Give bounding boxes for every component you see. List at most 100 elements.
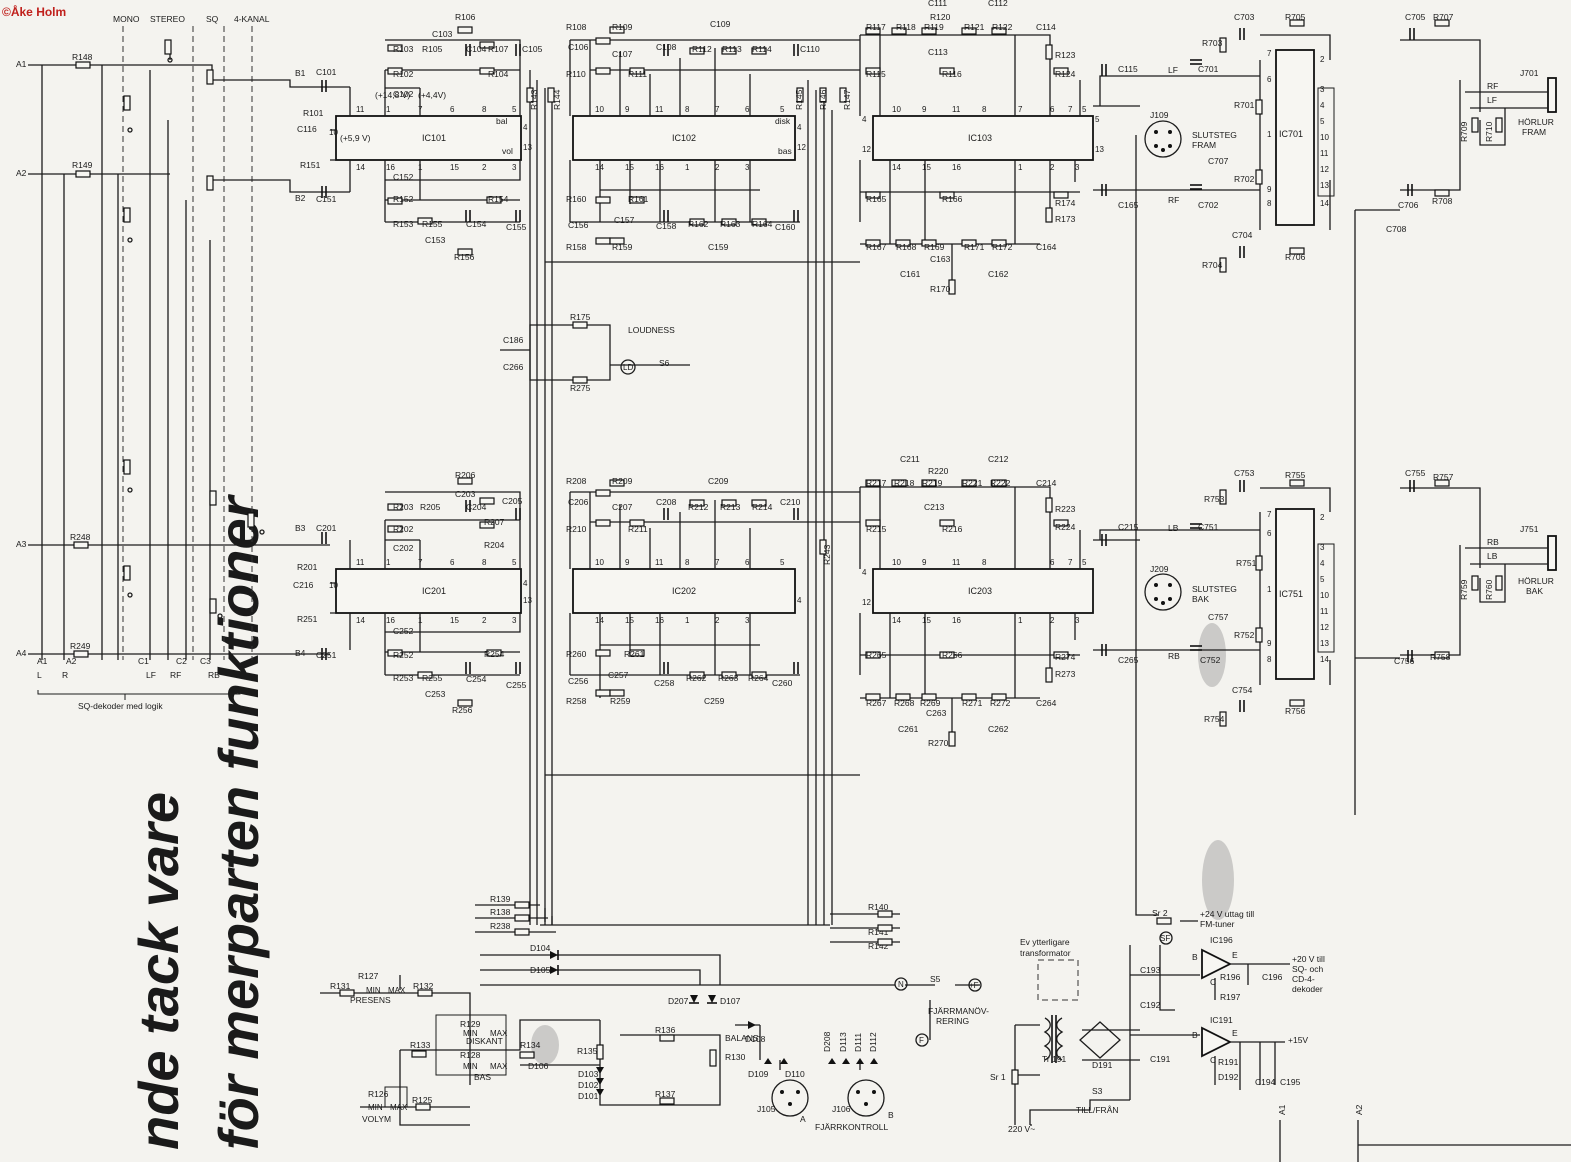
svg-text:R222: R222 bbox=[990, 478, 1011, 488]
svg-text:R262: R262 bbox=[686, 673, 707, 683]
svg-text:R701: R701 bbox=[1234, 100, 1255, 110]
lbl-horlur-fram-1: HÖRLUR bbox=[1518, 117, 1554, 127]
svg-text:2: 2 bbox=[1050, 163, 1055, 172]
svg-text:C114: C114 bbox=[1036, 22, 1056, 32]
svg-text:R154: R154 bbox=[488, 194, 509, 204]
svg-text:14: 14 bbox=[892, 163, 901, 172]
ic203-box bbox=[872, 568, 1094, 614]
svg-text:11: 11 bbox=[952, 105, 961, 114]
svg-text:6: 6 bbox=[1050, 105, 1055, 114]
lbl-R141: R141 bbox=[868, 927, 889, 937]
svg-text:12: 12 bbox=[862, 598, 871, 607]
ic202-box bbox=[572, 568, 796, 614]
svg-text:R109: R109 bbox=[612, 22, 633, 32]
svg-text:R119: R119 bbox=[924, 22, 944, 32]
svg-text:10: 10 bbox=[1320, 133, 1329, 142]
svg-text:R201: R201 bbox=[297, 562, 318, 572]
lbl-R136: R136 bbox=[655, 1025, 676, 1035]
svg-text:R255: R255 bbox=[422, 673, 443, 683]
svg-text:R703: R703 bbox=[1202, 38, 1223, 48]
lbl-R131: R131 bbox=[330, 981, 351, 991]
bl-rf: RF bbox=[170, 670, 181, 680]
svg-text:7: 7 bbox=[1267, 49, 1272, 58]
svg-text:C255: C255 bbox=[506, 680, 527, 690]
svg-text:11: 11 bbox=[356, 105, 365, 114]
svg-text:R169: R169 bbox=[924, 242, 945, 252]
svg-text:5: 5 bbox=[1082, 558, 1087, 567]
lbl-mains: 220 V~ bbox=[1008, 1124, 1035, 1134]
svg-text:R213: R213 bbox=[720, 502, 741, 512]
svg-text:C162: C162 bbox=[988, 269, 1009, 279]
lbl-ld: LD bbox=[623, 363, 633, 372]
svg-text:C104: C104 bbox=[466, 44, 487, 54]
svg-text:C252: C252 bbox=[393, 626, 414, 636]
svg-text:R269: R269 bbox=[920, 698, 941, 708]
svg-text:5: 5 bbox=[780, 558, 785, 567]
lbl-r196: R196 bbox=[1220, 972, 1241, 982]
lbl-D108: D108 bbox=[745, 1034, 766, 1044]
lbl-slutsteg-bak-1: SLUTSTEG bbox=[1192, 584, 1237, 594]
svg-text:8: 8 bbox=[982, 558, 987, 567]
lbl-v20-2: SQ- och bbox=[1292, 964, 1323, 974]
svg-text:2: 2 bbox=[1050, 616, 1055, 625]
lbl-D101: D101 bbox=[578, 1091, 599, 1101]
svg-text:C216: C216 bbox=[293, 580, 314, 590]
svg-text:R219: R219 bbox=[922, 478, 943, 488]
svg-text:C155: C155 bbox=[506, 222, 527, 232]
svg-text:R758: R758 bbox=[1430, 652, 1451, 662]
mode-sq: SQ bbox=[206, 14, 219, 24]
svg-text:4: 4 bbox=[797, 123, 802, 132]
lbl-R149: R149 bbox=[72, 160, 93, 170]
svg-text:C212: C212 bbox=[988, 454, 1009, 464]
lbl-c195: C195 bbox=[1280, 1077, 1301, 1087]
svg-text:4: 4 bbox=[1320, 559, 1325, 568]
ic101-vol: vol bbox=[502, 146, 513, 156]
svg-text:R216: R216 bbox=[942, 524, 963, 534]
svg-text:C111: C111 bbox=[928, 0, 947, 8]
svg-text:R158: R158 bbox=[566, 242, 587, 252]
svg-text:R270: R270 bbox=[928, 738, 949, 748]
svg-text:3: 3 bbox=[1320, 543, 1325, 552]
svg-text:R208: R208 bbox=[566, 476, 587, 486]
svg-text:7: 7 bbox=[1068, 558, 1073, 567]
svg-text:R704: R704 bbox=[1202, 260, 1223, 270]
ic201-box bbox=[335, 568, 522, 614]
ic203-label: IC203 bbox=[968, 586, 992, 596]
svg-text:R174: R174 bbox=[1055, 198, 1076, 208]
lbl-D111: D111 bbox=[853, 1033, 863, 1052]
svg-text:8: 8 bbox=[1267, 655, 1272, 664]
svg-text:4: 4 bbox=[1320, 101, 1325, 110]
lbl-R138: R138 bbox=[490, 907, 511, 917]
svg-text:6: 6 bbox=[745, 558, 750, 567]
mode-mono: MONO bbox=[113, 14, 140, 24]
svg-text:C207: C207 bbox=[612, 502, 633, 512]
svg-text:R709: R709 bbox=[1459, 121, 1469, 142]
svg-text:11: 11 bbox=[952, 558, 961, 567]
ic101-v148: (+14,8 V) bbox=[375, 90, 410, 100]
svg-text:C157: C157 bbox=[614, 215, 635, 225]
lbl-D110: D110 bbox=[785, 1069, 805, 1079]
svg-text:10: 10 bbox=[892, 558, 901, 567]
svg-text:R151: R151 bbox=[300, 160, 321, 170]
lbl-a2-vert: A2 bbox=[1354, 1104, 1364, 1115]
svg-text:R258: R258 bbox=[566, 696, 587, 706]
lbl-lf-jack: LF bbox=[1487, 95, 1497, 105]
svg-text:5: 5 bbox=[512, 558, 517, 567]
svg-text:R264: R264 bbox=[748, 673, 769, 683]
svg-text:1: 1 bbox=[386, 105, 391, 114]
lbl-fjarrmanovrering-2: RERING bbox=[936, 1016, 969, 1026]
svg-text:14: 14 bbox=[892, 616, 901, 625]
svg-text:R707: R707 bbox=[1433, 12, 1454, 22]
lbl-sf: SF bbox=[1160, 934, 1170, 943]
svg-text:R212: R212 bbox=[688, 502, 709, 512]
svg-text:C754: C754 bbox=[1232, 685, 1253, 695]
lbl-D103: D103 bbox=[578, 1069, 599, 1079]
input-b1: B1 bbox=[295, 68, 306, 78]
overlay-line-2: för merparten funktioner bbox=[207, 493, 270, 1150]
lbl-ic191-e: E bbox=[1232, 1028, 1238, 1038]
svg-text:R256: R256 bbox=[452, 705, 473, 715]
input-a3: A3 bbox=[16, 539, 27, 549]
lbl-s5: S5 bbox=[930, 974, 941, 984]
lbl-D207: D207 bbox=[668, 996, 689, 1006]
input-a4: A4 bbox=[16, 648, 27, 658]
